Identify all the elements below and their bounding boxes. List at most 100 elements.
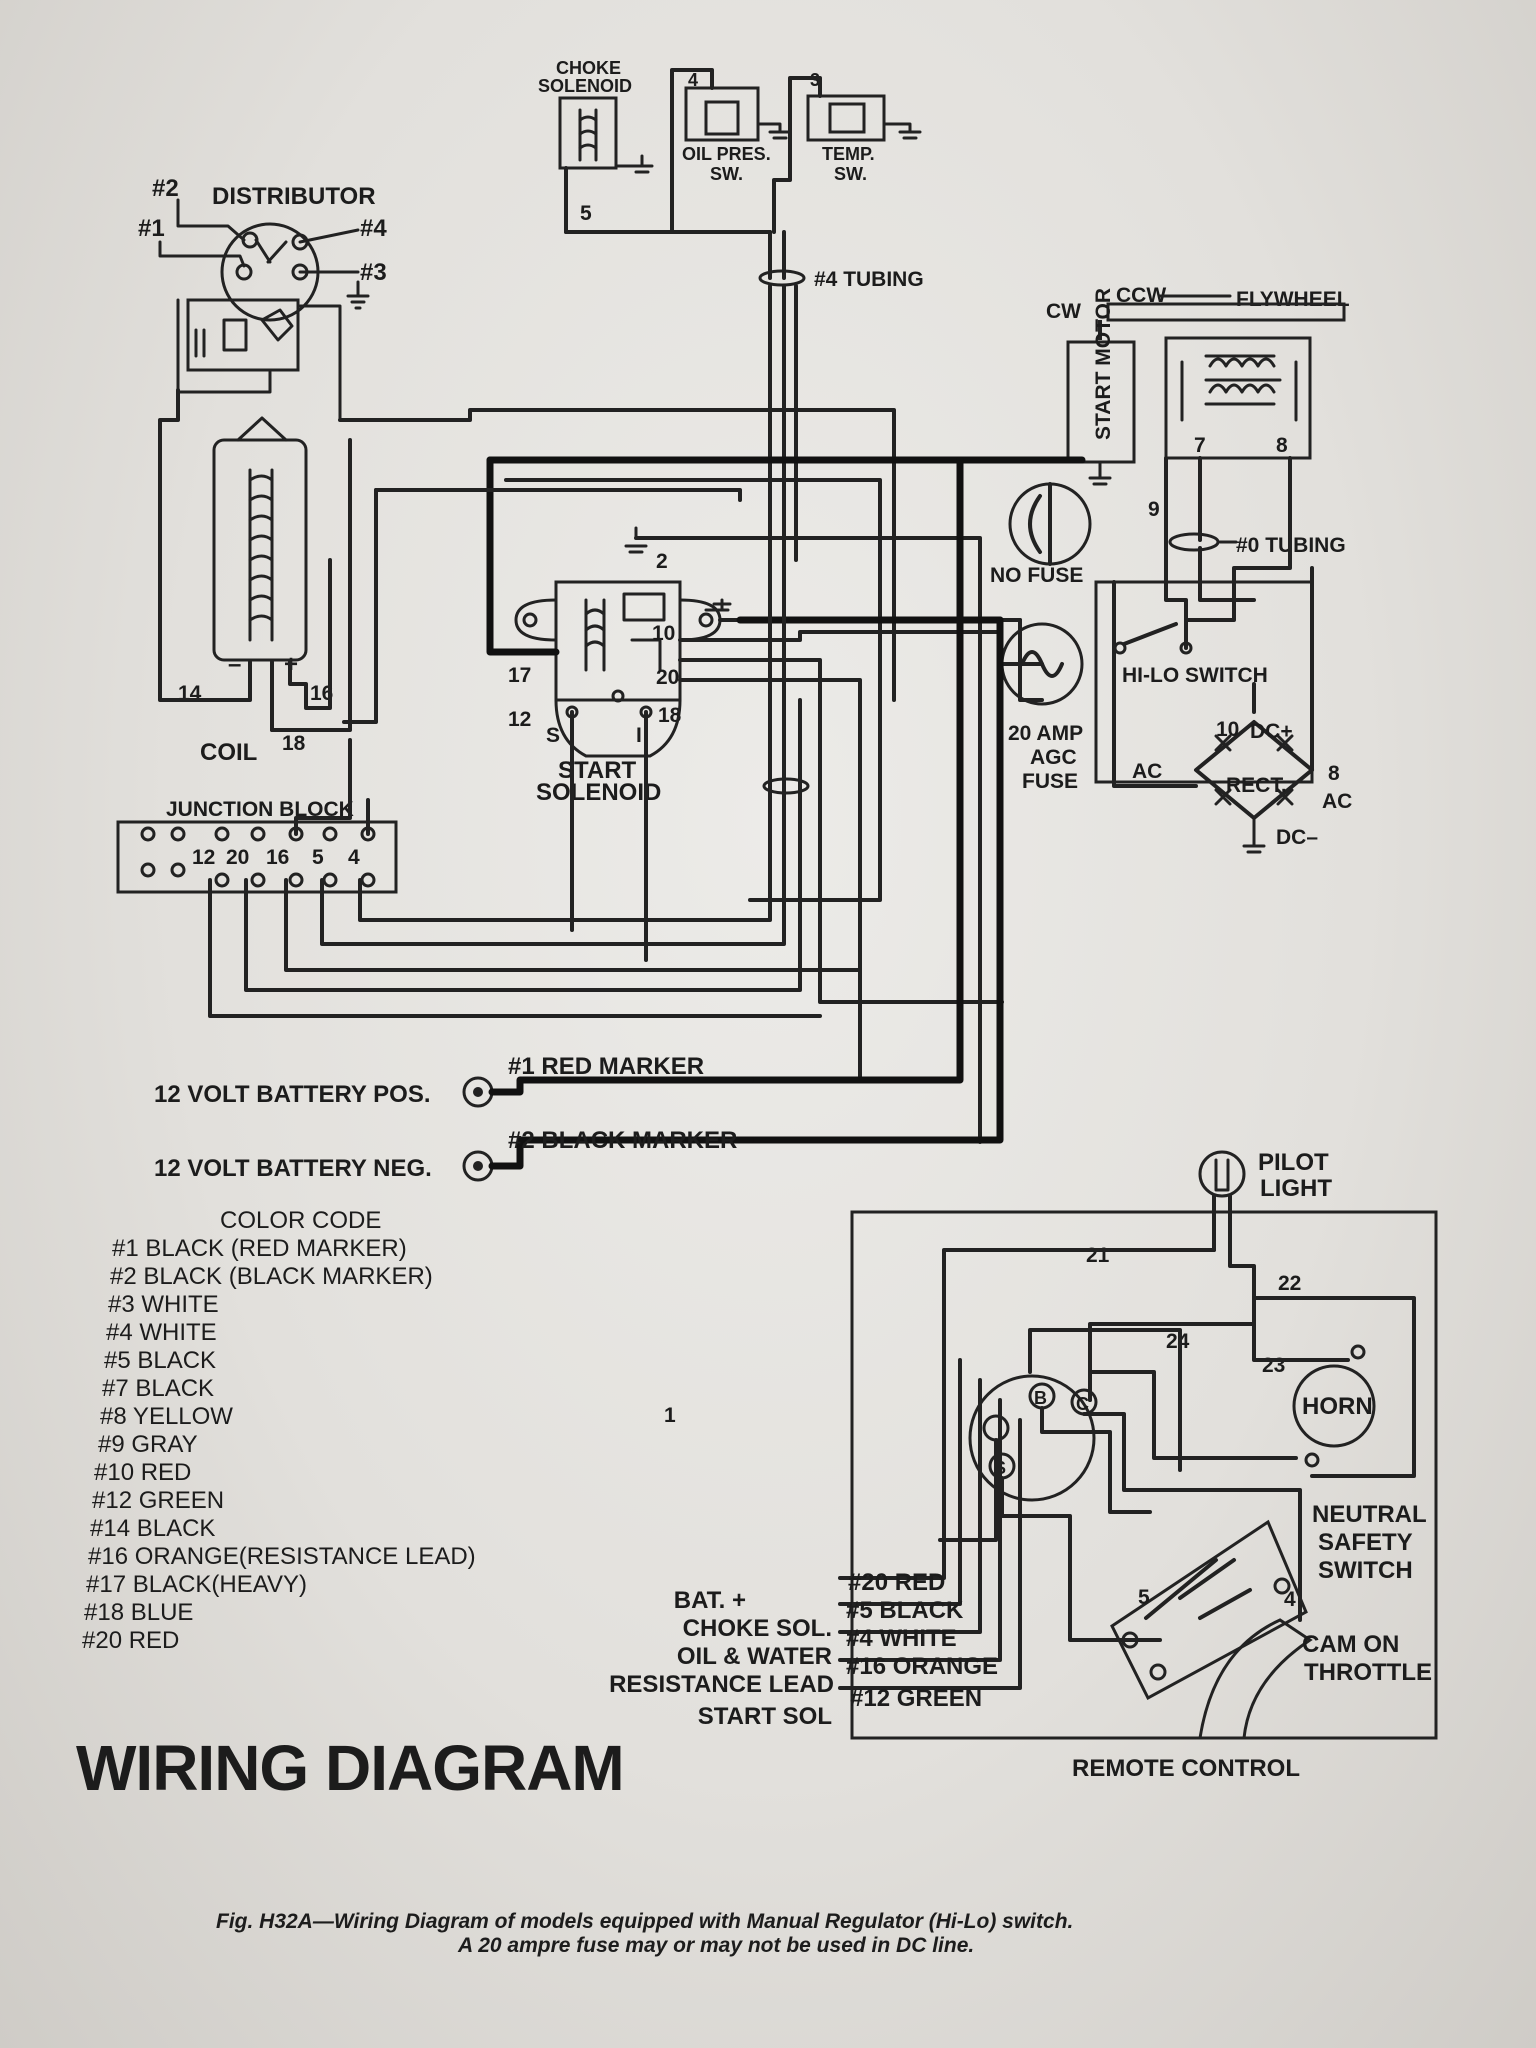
- lead-label-resistance: RESISTANCE LEAD: [609, 1671, 834, 1698]
- black-marker-label: #2 BLACK MARKER: [508, 1127, 737, 1154]
- key-switch: [968, 1374, 1096, 1502]
- battery-connections: 12 VOLT BATTERY POS. #1 RED MARKER 12 VO…: [154, 1053, 754, 1182]
- color-code-entry: #20 RED: [82, 1627, 179, 1654]
- oil-pressure-switch: 4 OIL PRES. SW.: [682, 70, 792, 184]
- lead-label-choke: CHOKE SOL.: [683, 1615, 832, 1642]
- wire-label-s12: 12: [508, 708, 531, 731]
- pilot-light-label-1: PILOT: [1258, 1149, 1329, 1176]
- color-code-entry: #5 BLACK: [104, 1347, 216, 1374]
- color-code-entry: #8 YELLOW: [100, 1403, 233, 1430]
- wire-label-d4: #4: [360, 215, 387, 242]
- color-code-entry: #7 BLACK: [102, 1375, 214, 1402]
- temp-label-2: SW.: [834, 164, 867, 184]
- distributor-points: [186, 298, 300, 372]
- choke-label-1: CHOKE: [556, 58, 621, 78]
- fuse-label-3: FUSE: [1022, 770, 1078, 793]
- pilot-light-label-2: LIGHT: [1260, 1175, 1332, 1202]
- remote-control: REMOTE CONTROL PILOT LIGHT 21 22 24 23 H…: [838, 1149, 1438, 1782]
- color-code-title: COLOR CODE: [220, 1207, 381, 1234]
- color-code-entry: #12 GREEN: [92, 1487, 224, 1514]
- color-code-entry: #14 BLACK: [90, 1515, 215, 1542]
- coil-body: [212, 438, 308, 662]
- neutral-label-3: SWITCH: [1318, 1557, 1413, 1584]
- color-code-entry: #9 GRAY: [98, 1431, 198, 1458]
- ac-right-label: AC: [1322, 790, 1352, 813]
- wire-label-sw4: 4: [1284, 1588, 1296, 1611]
- remote-control-label: REMOTE CONTROL: [1072, 1755, 1300, 1782]
- wire-label-s17: 17: [508, 664, 531, 687]
- temp-label-1: TEMP.: [822, 144, 875, 164]
- color-code-entry: #3 WHITE: [108, 1291, 219, 1318]
- junction-block-body: [116, 820, 398, 894]
- terminal-s: S: [546, 724, 560, 747]
- alternator-stator: [1164, 336, 1312, 460]
- ignition-coil: – + 14 16 18 COIL: [158, 388, 333, 766]
- horn-label: HORN: [1302, 1393, 1373, 1420]
- lead-wire-oil: #4 WHITE: [846, 1625, 957, 1652]
- flywheel: [1106, 302, 1346, 322]
- wire-label-p24: 24: [1166, 1330, 1190, 1353]
- figure-caption-line-1: Fig. H32A—Wiring Diagram of models equip…: [216, 1910, 1073, 1933]
- lead-label-bat: BAT. +: [674, 1587, 746, 1614]
- wire-label-r8: 8: [1328, 762, 1340, 785]
- wire-label-s10: 10: [652, 622, 675, 645]
- lead-wire-start: #12 GREEN: [850, 1685, 982, 1712]
- wire-label-p22: 22: [1278, 1272, 1301, 1295]
- choke-label-2: SOLENOID: [538, 76, 632, 96]
- ac-left-label: AC: [1132, 760, 1162, 783]
- jb-terminal-5: 5: [312, 846, 324, 869]
- color-code-entry: #10 RED: [94, 1459, 191, 1486]
- wire-label-choke5: 5: [580, 202, 592, 225]
- color-code-entry: #18 BLUE: [84, 1599, 193, 1626]
- hi-lo-label: HI-LO SWITCH: [1122, 664, 1268, 687]
- tubing-4-sleeve: [758, 269, 806, 287]
- cw-label: CW: [1046, 300, 1081, 323]
- neutral-label-1: NEUTRAL: [1312, 1501, 1427, 1528]
- red-marker-label: #1 RED MARKER: [508, 1053, 704, 1080]
- wire-label-s18: 18: [658, 704, 682, 727]
- start-motor: CW CCW FLYWHEEL START MOTOR 7 8 9: [1046, 284, 1350, 521]
- neutral-safety-switch-body: [1110, 1519, 1308, 1701]
- wire-label-d1: #1: [138, 215, 165, 242]
- wire-label-m7: 7: [1194, 434, 1206, 457]
- start-solenoid: 2 17 10 20 12 18 S I START SOLENOID: [508, 526, 732, 806]
- choke-solenoid: CHOKE SOLENOID 5: [538, 58, 654, 234]
- wire-label-p23: 23: [1262, 1354, 1285, 1377]
- wire-label-s20: 20: [656, 666, 679, 689]
- lead-label-start: START SOL: [698, 1703, 832, 1730]
- fuse-label-2: AGC: [1030, 746, 1077, 769]
- wire-label-m8: 8: [1276, 434, 1288, 457]
- wire-label-c16: 16: [310, 682, 333, 705]
- tubing-0-sleeve: [1168, 532, 1220, 552]
- choke-solenoid-body: [558, 96, 618, 170]
- wire-label-m9: 9: [1148, 498, 1160, 521]
- terminal-i: I: [636, 724, 642, 747]
- remote-control-box: [850, 1210, 1438, 1740]
- no-fuse: NO FUSE: [990, 482, 1092, 587]
- jb-terminal-20: 20: [226, 846, 249, 869]
- jb-terminal-16: 16: [266, 846, 289, 869]
- wire-label-p21: 21: [1086, 1244, 1110, 1267]
- wire-label-d2: #2: [152, 175, 179, 202]
- lead-wire-bat: #20 RED: [848, 1569, 945, 1596]
- oil-pres-label-1: OIL PRES.: [682, 144, 771, 164]
- junction-block-label: JUNCTION BLOCK: [166, 798, 354, 821]
- color-code-table: COLOR CODE #1 BLACK (RED MARKER) #2 BLAC…: [82, 1207, 476, 1654]
- dc-plus-label: DC+: [1250, 720, 1293, 743]
- temp-switch: 3 TEMP. SW.: [806, 70, 922, 184]
- lead-wire-choke: #5 BLACK: [846, 1597, 964, 1624]
- tubing-4-label: #4 TUBING: [814, 268, 924, 291]
- horn: [1292, 1364, 1376, 1448]
- jb-terminal-4: 4: [348, 846, 360, 869]
- battery-neg-label: 12 VOLT BATTERY NEG.: [154, 1155, 432, 1182]
- terminal-c: C: [1076, 1394, 1089, 1414]
- jb-terminal-12: 12: [192, 846, 215, 869]
- rect-label: RECT.: [1226, 774, 1287, 797]
- fuse-label-1: 20 AMP: [1008, 722, 1083, 745]
- battery-pos-label: 12 VOLT BATTERY POS.: [154, 1081, 431, 1108]
- cam-label-1: CAM ON: [1302, 1631, 1399, 1658]
- lead-label-oil: OIL & WATER: [677, 1643, 832, 1670]
- hi-lo-switch: #0 TUBING HI-LO SWITCH RECT. 10 DC+ AC A…: [1094, 456, 1352, 854]
- oil-pres-label-2: SW.: [710, 164, 743, 184]
